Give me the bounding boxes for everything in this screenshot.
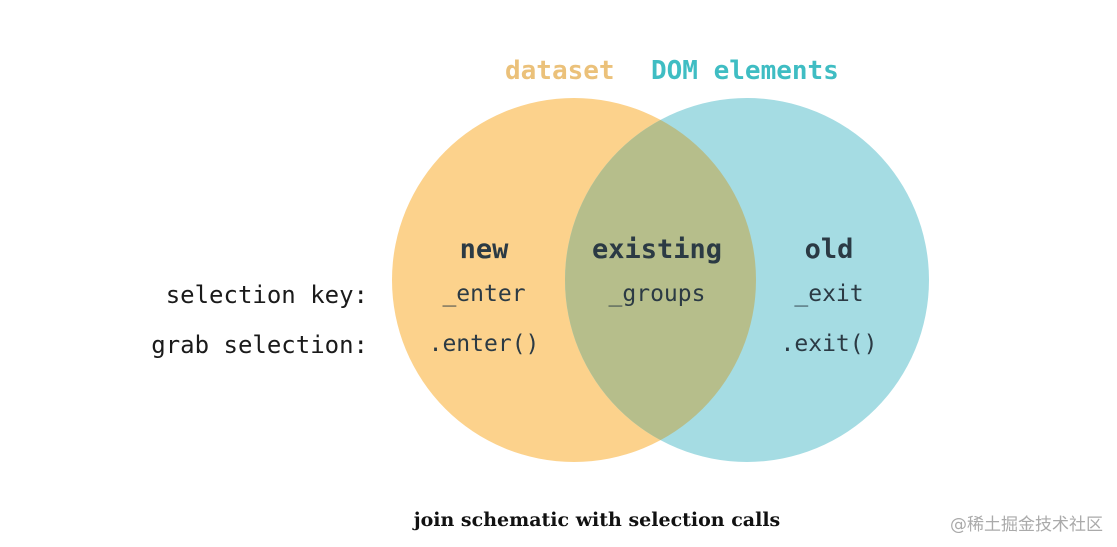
dom-elements-label: DOM elements [651, 56, 839, 86]
exit-grab-call: .exit() [780, 331, 878, 357]
dataset-label: dataset [505, 56, 615, 86]
existing-region-heading: existing [591, 234, 723, 265]
grab-selection-row-label: grab selection: [151, 331, 368, 359]
enter-selection-key: _enter [442, 281, 526, 307]
enter-grab-call: .enter() [428, 331, 540, 357]
overlap-region [565, 98, 756, 462]
figure-caption: join schematic with selection calls [413, 509, 781, 531]
old-region-heading: old [804, 234, 854, 265]
groups-selection-key: _groups [608, 281, 706, 307]
exit-selection-key: _exit [794, 281, 864, 307]
watermark: @稀土掘金技术社区 [950, 515, 1103, 535]
new-region-heading: new [459, 234, 509, 265]
selection-key-row-label: selection key: [165, 281, 368, 309]
